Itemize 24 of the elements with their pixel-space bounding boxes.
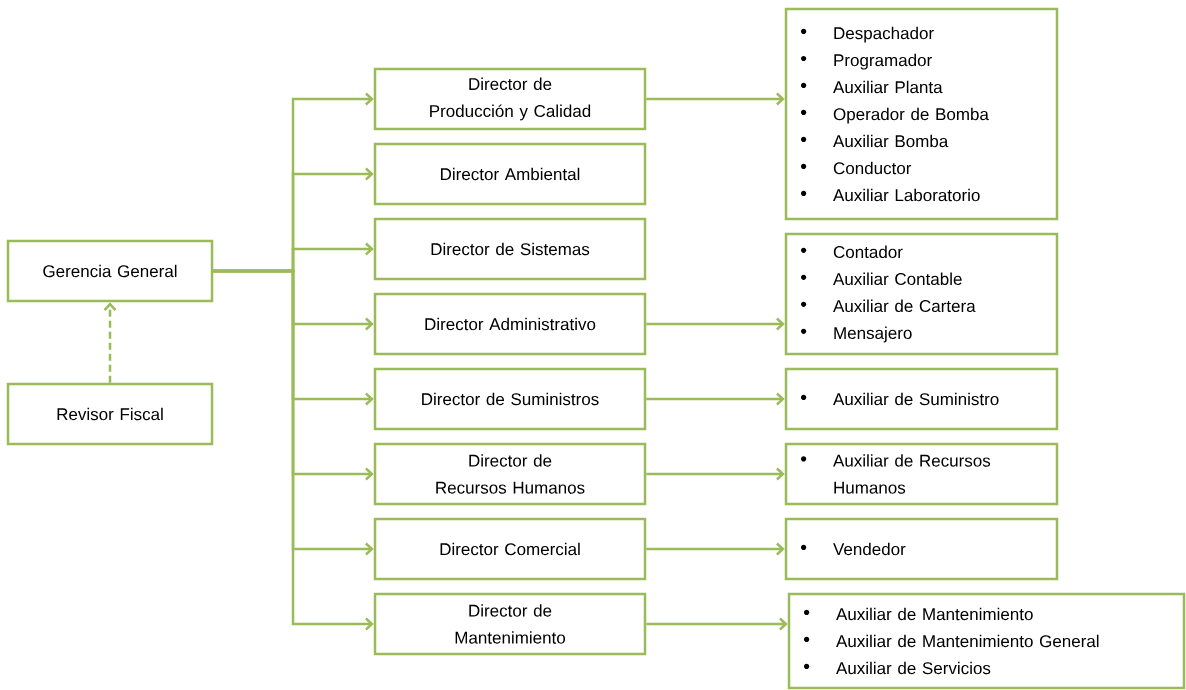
role-box: Director Ambiental: [373, 142, 647, 206]
list-box: Contador Auxiliar Contable Auxiliar de Cartera Mensajero: [784, 232, 1059, 356]
arrow: [646, 542, 785, 556]
arrow: [103, 302, 117, 383]
role-box: Director de Sistemas: [373, 217, 647, 281]
arrow: [646, 317, 785, 331]
role-box: Director de Suministros: [373, 367, 647, 431]
list-box: Despachador Programador Auxiliar Planta Operador de Bomba Auxiliar Bomba Conductor Auxiliar Laboratorio: [784, 7, 1059, 221]
role-box: Director de Recursos Humanos: [373, 442, 647, 506]
role-box: Director Comercial: [373, 517, 647, 581]
list-box: Auxiliar de Mantenimiento Auxiliar de Mantenimiento General Auxiliar de Servicios: [787, 592, 1186, 690]
list-box: Auxiliar de Suministro: [784, 367, 1059, 431]
arrow: [646, 92, 785, 106]
list-box: Vendedor: [784, 517, 1059, 581]
arrow: [646, 467, 785, 481]
arrow: [646, 392, 785, 406]
list-box: Auxiliar de Recursos Humanos: [784, 442, 1059, 506]
role-box: Gerencia General: [6, 239, 214, 303]
role-box: Revisor Fiscal: [6, 382, 214, 446]
role-box: Director Administrativo: [373, 292, 647, 356]
arrow: [646, 617, 788, 631]
role-box: Director de Producción y Calidad: [373, 67, 647, 131]
role-box: Director de Mantenimiento: [373, 592, 647, 656]
arrow: [213, 269, 374, 631]
